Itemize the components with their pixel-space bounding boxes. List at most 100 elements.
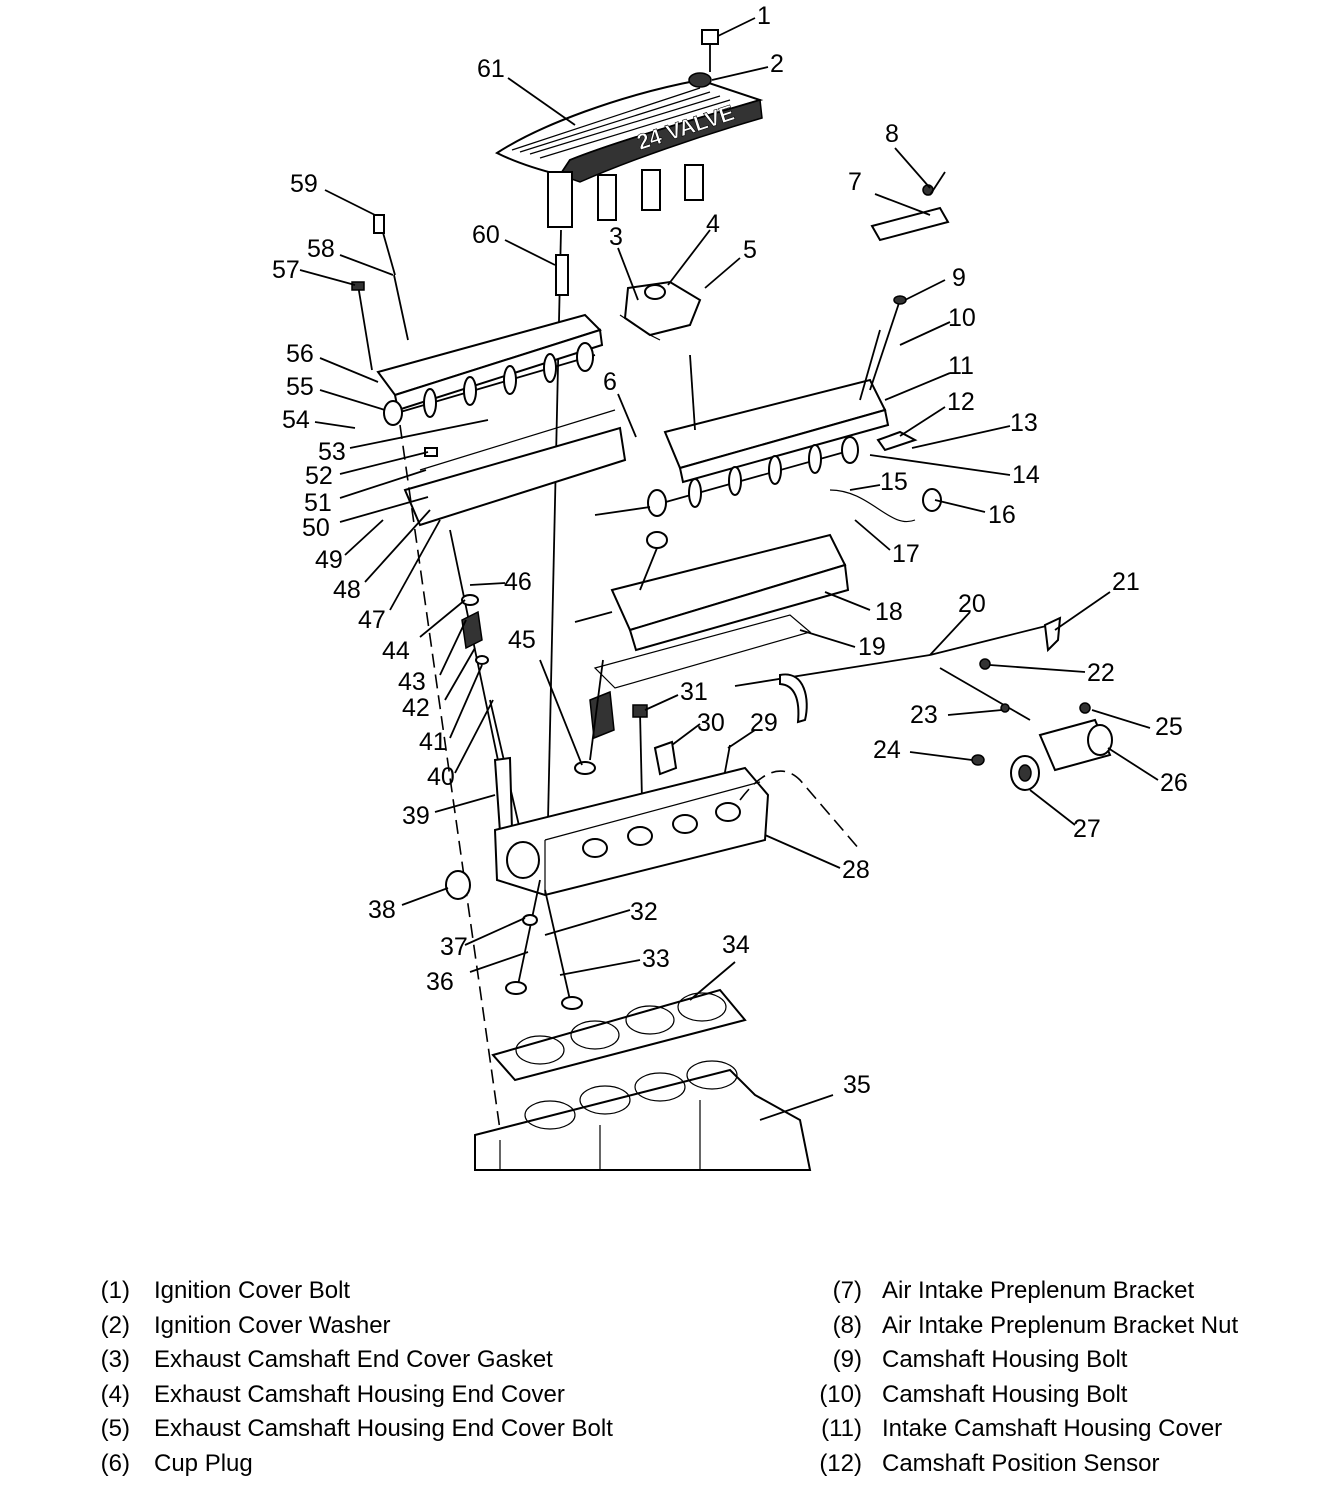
callout-41: 41 <box>419 728 447 756</box>
legend-label: Cup Plug <box>154 1449 253 1477</box>
callout-40: 40 <box>427 763 455 791</box>
legend-item: (4) Exhaust Camshaft Housing End Cover <box>60 1378 613 1413</box>
legend-number: (2) <box>100 1311 130 1339</box>
callout-20: 20 <box>958 590 986 618</box>
exploded-view-diagram: 24 VALVE <box>272 2 1188 1171</box>
callout-23: 23 <box>910 701 938 729</box>
intake-camshaft <box>594 436 859 517</box>
legend-label: Air Intake Preplenum Bracket Nut <box>882 1311 1239 1339</box>
intake-camshaft-housing-cover <box>663 354 890 484</box>
callout-26: 26 <box>1160 769 1188 797</box>
callout-3: 3 <box>609 223 623 251</box>
air-intake-preplenum-bracket <box>870 171 950 242</box>
callout-1: 1 <box>757 2 771 30</box>
callout-59: 59 <box>290 170 318 198</box>
callout-42: 42 <box>402 694 430 722</box>
legend-number: (11) <box>821 1415 862 1443</box>
callout-58: 58 <box>307 235 335 263</box>
callout-28: 28 <box>842 856 870 884</box>
callout-36: 36 <box>426 968 454 996</box>
legend-item: (10)Camshaft Housing Bolt <box>790 1378 1238 1413</box>
callout-15: 15 <box>880 468 908 496</box>
callout-9: 9 <box>952 264 966 292</box>
callout-55: 55 <box>286 373 314 401</box>
callout-39: 39 <box>402 802 430 830</box>
callout-22: 22 <box>1087 659 1115 687</box>
callout-33: 33 <box>642 945 670 973</box>
callout-37: 37 <box>440 933 468 961</box>
callout-25: 25 <box>1155 713 1183 741</box>
legend-item: (3)Exhaust Camshaft End Cover Gasket <box>60 1343 613 1378</box>
legend-item: (12)Camshaft Position Sensor <box>790 1447 1238 1482</box>
callout-57: 57 <box>272 256 300 284</box>
head-gasket <box>491 988 747 1082</box>
callout-29: 29 <box>750 709 778 737</box>
exhaust-camshaft-housing-cover <box>376 313 604 412</box>
ignition-cover-bolt <box>701 29 719 72</box>
legend-item: (5)Exhaust Camshaft Housing End Cover Bo… <box>60 1412 613 1447</box>
callout-44: 44 <box>382 637 410 665</box>
callout-34: 34 <box>722 931 750 959</box>
legend-label: Ignition Cover Bolt <box>154 1277 351 1304</box>
legend-number: (8) <box>832 1311 862 1339</box>
callout-27: 27 <box>1073 815 1101 843</box>
callout-10: 10 <box>948 304 976 332</box>
legend-label: Camshaft Position Sensor <box>882 1449 1160 1477</box>
callout-21: 21 <box>1112 568 1140 596</box>
engine-block <box>474 1060 812 1171</box>
callout-56: 56 <box>286 340 314 368</box>
ignition-cover: 24 VALVE <box>494 78 764 228</box>
callout-8: 8 <box>885 120 899 148</box>
callout-48: 48 <box>333 576 361 604</box>
callout-7: 7 <box>848 168 862 196</box>
legend-label: Exhaust Camshaft Housing End Cover Bolt <box>154 1415 613 1443</box>
legend-item: (8) Air Intake Preplenum Bracket Nut <box>790 1309 1239 1344</box>
legend-item: (7)Air Intake Preplenum Bracket <box>790 1274 1238 1309</box>
callout-5: 5 <box>743 236 757 264</box>
legend-item: (6) Cup Plug <box>60 1447 613 1482</box>
callout-6: 6 <box>603 368 617 396</box>
callout-43: 43 <box>398 668 426 696</box>
callout-13: 13 <box>1010 409 1038 437</box>
callout-17: 17 <box>892 540 920 568</box>
legend-label: Camshaft Housing Bolt <box>882 1380 1128 1408</box>
callout-labels: 1 2 3 4 5 6 7 8 9 10 11 12 13 14 15 16 1… <box>272 2 1188 1099</box>
legend-number: (6) <box>100 1449 130 1477</box>
camshaft-position-sensor-assembly <box>971 702 1113 791</box>
legend-left-column: (1) Ignition Cover Bolt (2) Ignition Cover… <box>60 1274 613 1482</box>
legend-number: (4) <box>100 1380 130 1408</box>
callout-53: 53 <box>318 438 346 466</box>
legend-label: Exhaust Camshaft Housing End Cover <box>154 1380 565 1408</box>
legend-number: (1) <box>100 1277 130 1304</box>
callout-51: 51 <box>304 489 332 517</box>
callout-54: 54 <box>282 406 310 434</box>
legend-label: Ignition Cover Washer <box>154 1311 391 1339</box>
callout-18: 18 <box>875 598 903 626</box>
callout-24: 24 <box>873 736 901 764</box>
callout-19: 19 <box>858 633 886 661</box>
callout-38: 38 <box>368 896 396 924</box>
legend-item: (1) Ignition Cover Bolt <box>60 1274 613 1309</box>
exhaust-camshaft <box>383 342 596 426</box>
callout-12: 12 <box>947 388 975 416</box>
callout-14: 14 <box>1012 461 1040 489</box>
callout-49: 49 <box>315 546 343 574</box>
callout-2: 2 <box>770 50 784 78</box>
callout-45: 45 <box>508 626 536 654</box>
callout-61: 61 <box>477 55 505 83</box>
intake-camshaft-housing <box>574 531 850 652</box>
leader-lines <box>299 17 1159 1121</box>
legend-label: Camshaft Housing Bolt <box>882 1346 1128 1374</box>
legend-item: (2) Ignition Cover Washer <box>60 1309 613 1344</box>
exhaust-end-cover <box>619 280 702 341</box>
callout-16: 16 <box>988 501 1016 529</box>
legend-label: Intake Camshaft Housing Cover <box>882 1415 1223 1443</box>
exhaust-camshaft-housing <box>403 409 627 527</box>
callout-47: 47 <box>358 606 386 634</box>
callout-4: 4 <box>706 210 720 238</box>
callout-60: 60 <box>472 221 500 249</box>
legend-item: (9) Camshaft Housing Bolt <box>790 1343 1238 1378</box>
callout-30: 30 <box>697 709 725 737</box>
legend-number: (9) <box>832 1346 862 1374</box>
callout-32: 32 <box>630 898 658 926</box>
